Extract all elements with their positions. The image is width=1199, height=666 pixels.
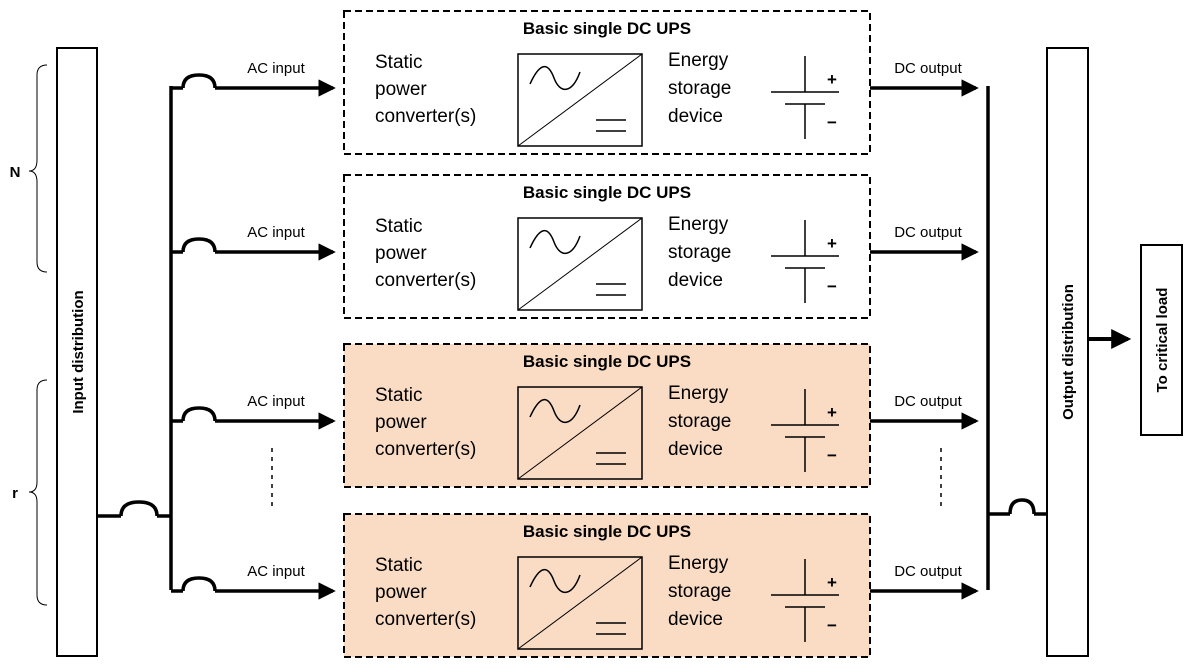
ac-input-label: AC input xyxy=(247,563,305,580)
storage-label-line: storage xyxy=(668,242,731,263)
converter-label-line: Static xyxy=(375,555,423,576)
breaker-symbol xyxy=(181,237,217,253)
dc-output-label: DC output xyxy=(894,563,962,580)
critical-load-label: To critical load xyxy=(1154,288,1171,393)
storage-label-line: Energy xyxy=(668,50,729,71)
converter-label-line: converter(s) xyxy=(375,609,476,630)
output-distribution-label: Output distribution xyxy=(1060,284,1077,420)
converter-label-line: power xyxy=(375,412,427,433)
ac-input-label: AC input xyxy=(247,60,305,77)
converter-diagonal xyxy=(517,386,643,480)
ups-unit: AC input Basic single DC UPS Static power co… xyxy=(171,343,979,488)
input-feeder-breaker xyxy=(119,500,159,517)
converter-label-line: power xyxy=(375,582,427,603)
breaker-symbol xyxy=(181,576,217,592)
storage-label-line: storage xyxy=(668,411,731,432)
converter-label-line: power xyxy=(375,79,427,100)
converter-label-line: converter(s) xyxy=(375,106,476,127)
dc-output-label: DC output xyxy=(894,60,962,77)
ups-unit: AC input Basic single DC UPS Static power co… xyxy=(171,174,979,319)
converter-label-line: Static xyxy=(375,216,423,237)
ups-unit: AC input Basic single DC UPS Static power co… xyxy=(171,10,979,155)
converter-label-line: power xyxy=(375,243,427,264)
ups-unit-title: Basic single DC UPS xyxy=(523,522,691,541)
dc-output-label: DC output xyxy=(894,224,962,241)
r-label: r xyxy=(12,485,18,502)
battery-minus-label: − xyxy=(827,277,837,296)
ac-wave-icon xyxy=(529,230,581,254)
input-distribution-label: Input distribution xyxy=(70,290,87,413)
storage-label-line: storage xyxy=(668,581,731,602)
ups-unit-title: Basic single DC UPS xyxy=(523,183,691,202)
storage-label-line: Energy xyxy=(668,214,729,235)
ups-unit: AC input Basic single DC UPS Static power co… xyxy=(171,513,979,658)
ac-input-label: AC input xyxy=(247,393,305,410)
battery-plus-label: + xyxy=(827,573,837,592)
ups-unit-title: Basic single DC UPS xyxy=(523,19,691,38)
input-distribution-box xyxy=(56,47,98,657)
output-feeder-breaker xyxy=(1008,498,1036,515)
breaker-symbol xyxy=(181,73,217,89)
ac-wave-icon xyxy=(529,66,581,90)
converter-label-line: converter(s) xyxy=(375,270,476,291)
ac-input-label: AC input xyxy=(247,224,305,241)
ups-unit-title: Basic single DC UPS xyxy=(523,352,691,371)
dc-output-label: DC output xyxy=(894,393,962,410)
critical-load-box xyxy=(1140,244,1183,436)
converter-diagonal xyxy=(517,556,643,650)
storage-label-line: device xyxy=(668,270,723,291)
storage-label-line: Energy xyxy=(668,553,729,574)
battery-minus-label: − xyxy=(827,616,837,635)
storage-label-line: device xyxy=(668,609,723,630)
ac-wave-icon xyxy=(529,569,581,593)
n-label: N xyxy=(10,164,21,181)
storage-label-line: device xyxy=(668,106,723,127)
battery-plus-label: + xyxy=(827,403,837,422)
storage-label-line: storage xyxy=(668,78,731,99)
storage-label-line: Energy xyxy=(668,383,729,404)
breaker-symbol xyxy=(181,406,217,422)
battery-plus-label: + xyxy=(827,70,837,89)
battery-plus-label: + xyxy=(827,234,837,253)
converter-label-line: Static xyxy=(375,52,423,73)
ac-wave-icon xyxy=(529,399,581,423)
converter-label-line: converter(s) xyxy=(375,439,476,460)
r-brace xyxy=(28,379,48,606)
storage-label-line: device xyxy=(668,439,723,460)
battery-minus-label: − xyxy=(827,113,837,132)
battery-minus-label: − xyxy=(827,446,837,465)
n-brace xyxy=(28,64,48,273)
output-distribution-box xyxy=(1046,47,1089,657)
converter-diagonal xyxy=(517,53,643,147)
converter-label-line: Static xyxy=(375,385,423,406)
converter-diagonal xyxy=(517,217,643,311)
